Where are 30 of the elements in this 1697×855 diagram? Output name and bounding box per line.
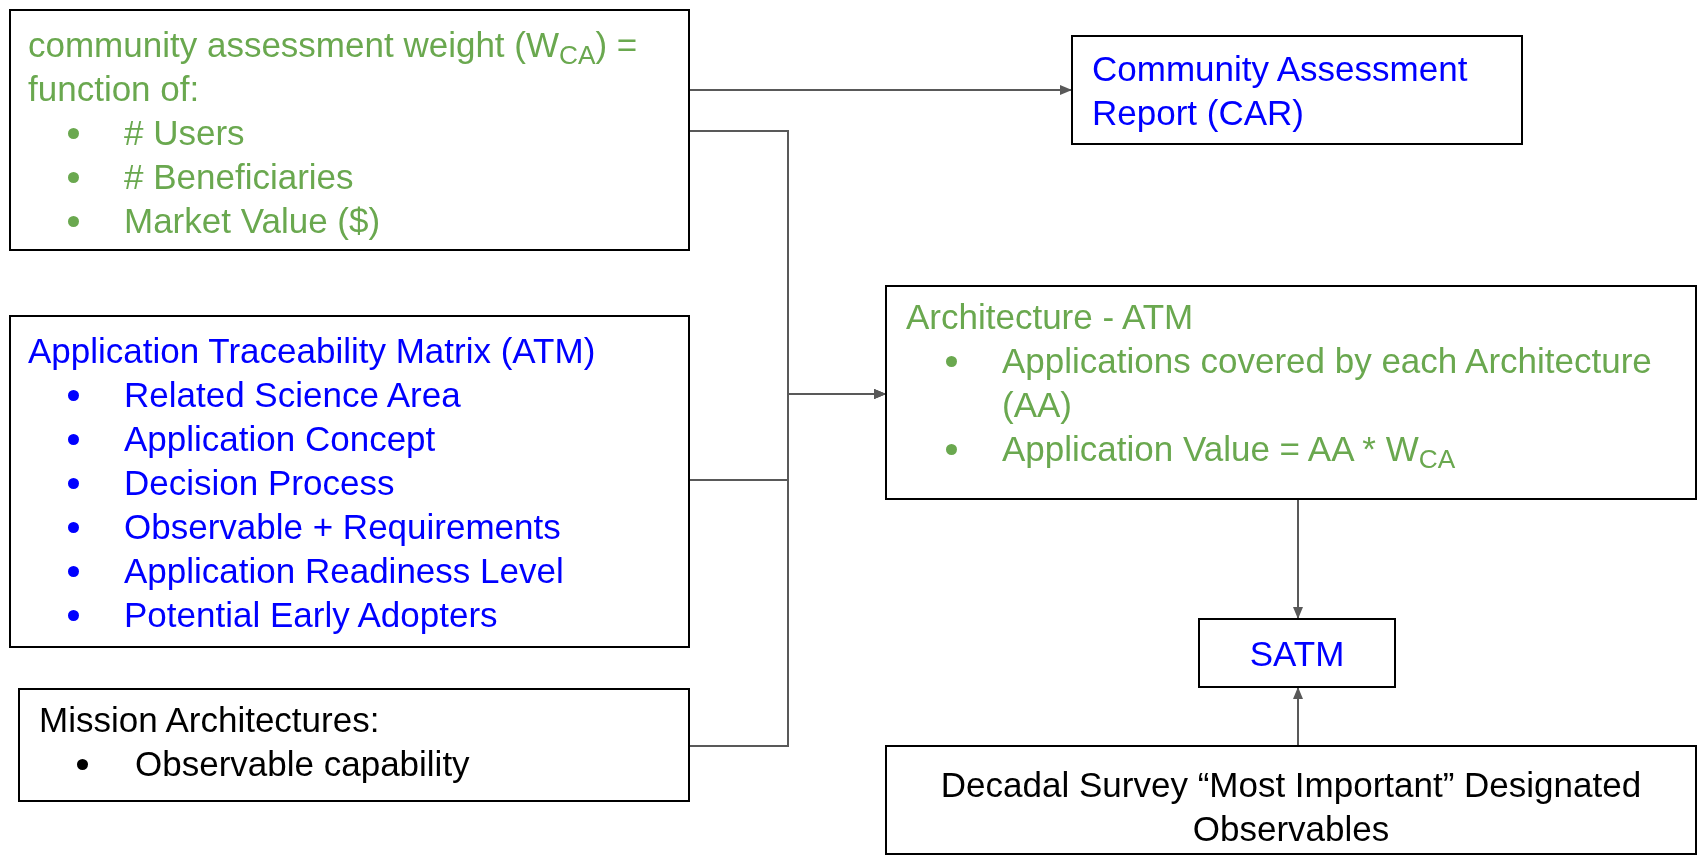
text-box [1071, 35, 1523, 145]
text-box [885, 285, 1697, 500]
bullet-text: Related Science Area [124, 374, 461, 416]
arrow [689, 389, 886, 747]
heading-text: Architecture - ATM [906, 296, 1195, 338]
box-text: Community Assessment Report (CAR) [1092, 48, 1469, 134]
heading-text: Mission Architectures: [39, 699, 381, 741]
bullet-text: Potential Early Adopters [124, 594, 498, 636]
heading-text: Application Traceability Matrix (ATM) [28, 330, 597, 372]
arrow [689, 85, 1072, 95]
bullet-text: Application Readiness Level [124, 550, 564, 592]
bullet-text: # Users [124, 112, 245, 154]
text-box [9, 9, 690, 251]
bullet-text: Application Concept [124, 418, 436, 460]
text-box [18, 688, 690, 802]
arrow [1293, 687, 1303, 746]
bullet-text: Market Value ($) [124, 200, 381, 242]
bullet-text: Decision Process [124, 462, 395, 504]
text-box [885, 745, 1697, 855]
text-box [9, 315, 690, 648]
bullet-text: Observable + Requirements [124, 506, 561, 548]
arrow [1293, 499, 1303, 619]
heading-text: community assessment weight (W$_{CA}$) = function of: [28, 24, 639, 110]
bullet-text: Application Value = AA * W$_{CA}$ [1002, 428, 1456, 471]
bullet-text: Applications covered by each Architecture (AA) [1002, 340, 1653, 426]
bullet-text: # Beneficiaries [124, 156, 354, 198]
box-text: SATM [1248, 633, 1346, 675]
box-text: Decadal Survey “Most Important” Designated Observables [939, 764, 1643, 850]
bullet-text: Observable capability [135, 743, 470, 785]
text-box [1198, 618, 1396, 688]
